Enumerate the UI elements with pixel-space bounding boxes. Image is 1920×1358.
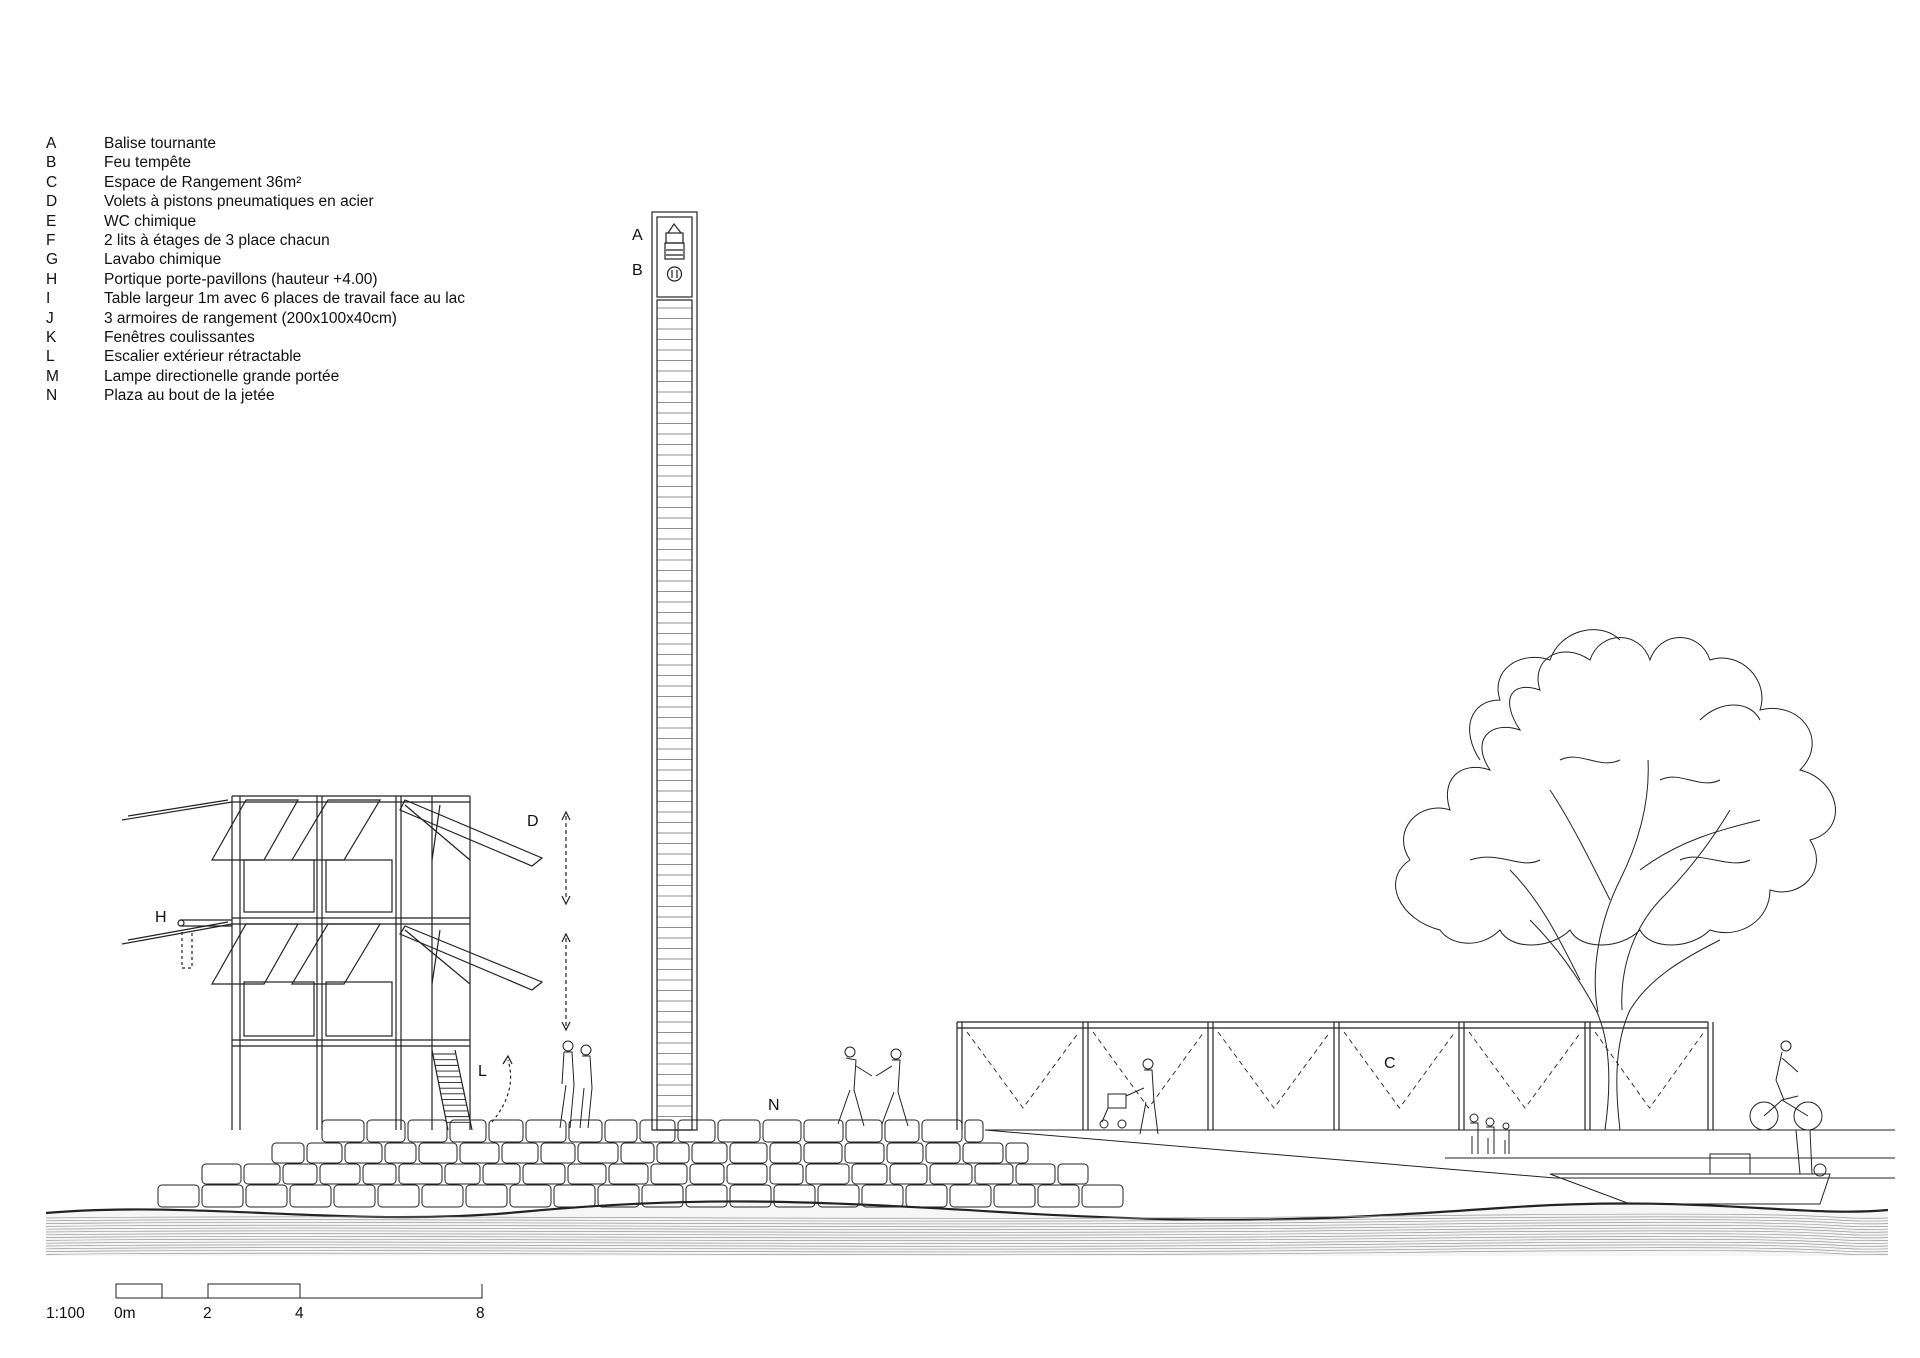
legend-key: M bbox=[46, 367, 59, 385]
legend-label: Lavabo chimique bbox=[104, 251, 222, 269]
callout-h: H bbox=[155, 909, 167, 926]
lake-water bbox=[45, 1200, 1889, 1256]
legend-key: E bbox=[46, 212, 57, 230]
legend-label: WC chimique bbox=[104, 212, 197, 230]
legend-key: K bbox=[46, 329, 57, 347]
legend-row: F 2 lits à étages de 3 place chacun bbox=[46, 231, 465, 250]
legend-row: M Lampe directionelle grande portée bbox=[46, 367, 465, 386]
legend-row: K Fenêtres coulissantes bbox=[46, 328, 465, 347]
legend-label: 2 lits à étages de 3 place chacun bbox=[104, 232, 330, 250]
scale-tick-8: 8 bbox=[476, 1305, 485, 1322]
legend-row: E WC chimique bbox=[46, 212, 465, 231]
legend-label: Plaza au bout de la jetée bbox=[104, 387, 275, 405]
scale-tick-4: 4 bbox=[295, 1305, 304, 1322]
stone-jetty bbox=[157, 1119, 1124, 1208]
legend-row: I Table largeur 1m avec 6 places de trava… bbox=[46, 289, 465, 308]
tree bbox=[1395, 629, 1836, 1131]
callout-l: L bbox=[478, 1063, 487, 1080]
legend-key: D bbox=[46, 193, 58, 211]
legend-row: A Balise tournante bbox=[46, 134, 465, 153]
legend-key: G bbox=[46, 251, 59, 269]
scale-tick-2: 2 bbox=[203, 1305, 212, 1322]
legend-row: G Lavabo chimique bbox=[46, 250, 465, 269]
callout-d: D bbox=[527, 813, 539, 830]
callout-b: B bbox=[632, 262, 643, 279]
callout-a: A bbox=[632, 227, 643, 244]
legend-row: H Portique porte-pavillons (hauteur +4.00… bbox=[46, 270, 465, 289]
people bbox=[559, 1040, 1831, 1205]
legend-label: Espace de Rangement 36m² bbox=[104, 173, 302, 191]
legend-key: H bbox=[46, 270, 58, 288]
legend-key: J bbox=[46, 309, 54, 327]
legend-key: I bbox=[46, 290, 51, 308]
legend-key: A bbox=[46, 135, 57, 152]
scale-tick-0: 0m bbox=[114, 1305, 136, 1322]
legend-label: Fenêtres coulissantes bbox=[104, 329, 255, 347]
storage-frame bbox=[956, 1021, 1714, 1130]
legend-row: B Feu tempête bbox=[46, 153, 465, 172]
legend-row: C Espace de Rangement 36m² bbox=[46, 173, 465, 192]
legend-row: D Volets à pistons pneumatiques en acier bbox=[46, 192, 465, 211]
legend-label: Feu tempête bbox=[104, 154, 192, 172]
legend-label: Escalier extérieur rétractable bbox=[104, 348, 302, 366]
lighthouse-tower bbox=[651, 211, 698, 1131]
legend-key: N bbox=[46, 387, 58, 405]
legend-label: Balise tournante bbox=[104, 135, 217, 152]
legend-label: Lampe directionelle grande portée bbox=[104, 367, 340, 385]
pavilion bbox=[121, 795, 571, 1131]
legend-label: 3 armoires de rangement (200x100x40cm) bbox=[104, 309, 397, 327]
legend-key: L bbox=[46, 348, 55, 366]
legend-key: C bbox=[46, 173, 58, 191]
legend-row: J 3 armoires de rangement (200x100x40cm) bbox=[46, 309, 465, 328]
quay-ramp bbox=[984, 1129, 1895, 1179]
legend-label: Volets à pistons pneumatiques en acier bbox=[104, 193, 374, 211]
legend-row: L Escalier extérieur rétractable bbox=[46, 347, 465, 366]
legend-row: N Plaza au bout de la jetée bbox=[46, 386, 465, 405]
legend-label: Table largeur 1m avec 6 places de travai… bbox=[104, 290, 466, 308]
scale-ratio: 1:100 bbox=[46, 1305, 85, 1322]
scale-bar bbox=[115, 1283, 483, 1299]
legend-key: B bbox=[46, 154, 57, 172]
callout-n: N bbox=[768, 1097, 780, 1114]
legend-label: Portique porte-pavillons (hauteur +4.00) bbox=[104, 270, 378, 288]
callout-c: C bbox=[1384, 1055, 1396, 1072]
legend-key: F bbox=[46, 232, 56, 250]
